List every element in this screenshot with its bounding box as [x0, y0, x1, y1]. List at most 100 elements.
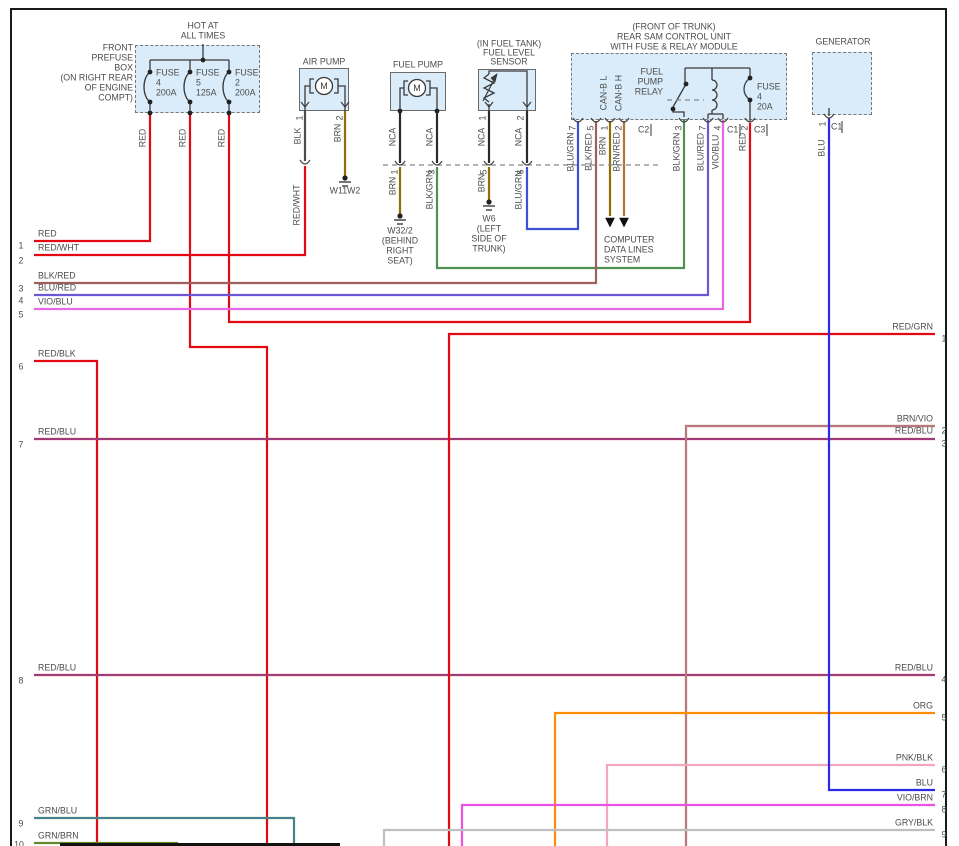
wire-label: NCA: [424, 127, 435, 147]
wire-label: NCA: [513, 127, 524, 147]
computer-data-lines-label: COMPUTER: [604, 234, 655, 245]
junction-dot: [670, 106, 676, 112]
wire-label: 2: [613, 125, 624, 131]
diagram-label: RED/BLU: [38, 426, 77, 437]
wire-label: 1: [817, 121, 828, 127]
prefuse-box-label: FRONT: [102, 42, 133, 53]
wire-label: 1: [599, 125, 610, 131]
junction-dot: [147, 110, 153, 116]
sam-fuse4-label: FUSE: [757, 81, 781, 92]
left-pin-5: 5: [18, 309, 24, 320]
diagram-label: (ON RIGHT REAR: [60, 72, 133, 83]
data-line-arrow-icon: [605, 217, 615, 228]
diagram-label: GRY/BLK: [895, 817, 933, 828]
diagram-label: RIGHT: [386, 245, 414, 256]
motor-m-label: M: [413, 83, 421, 93]
motor-m-label: M: [320, 81, 328, 91]
left-pin-8: 8: [18, 675, 24, 686]
arrow-chevron-icon: [522, 101, 532, 108]
component-internal-line: [399, 87, 404, 111]
junction-dot: [147, 69, 153, 75]
component-internal-line: [403, 80, 408, 96]
diagram-label: SIDE OF: [471, 233, 507, 244]
diagram-frame: [10, 8, 947, 846]
ground-w32-2-label: W32/2: [387, 225, 413, 236]
diagram-label: RED/BLU: [38, 662, 77, 673]
right-pin-6: 6: [941, 764, 947, 775]
right-pin-8: 8: [941, 804, 947, 815]
wire-fuse2-red-to-sam: [227, 113, 752, 324]
right-pin-3: 3: [941, 438, 947, 449]
generator: [812, 52, 872, 115]
junction-dot: [434, 108, 440, 114]
diagram-label: (BEHIND: [381, 235, 419, 246]
diagram-label: VIO/BRN: [896, 792, 933, 803]
wire-label: 2: [515, 115, 526, 121]
wire-label: BLU/GRN: [565, 132, 576, 172]
diagram-label: 200A: [156, 87, 177, 98]
wire-label: 1: [389, 169, 400, 175]
wire-label: BRN: [597, 136, 608, 156]
fuse-element-icon: [143, 71, 151, 103]
wire-brnvio: [684, 424, 935, 846]
air-pump-label: AIR PUMP: [302, 56, 346, 67]
fuse5-label: FUSE: [196, 67, 220, 78]
connector-chevron-icon: [572, 117, 584, 123]
right-pin-7: 7: [941, 789, 947, 800]
wire-label: 2: [334, 115, 345, 121]
junction-dot: [747, 75, 753, 81]
diagram-label: COMPT): [98, 92, 133, 103]
diagram-label: WITH FUSE & RELAY MODULE: [610, 41, 738, 52]
wire-label: 1: [477, 115, 488, 121]
junction-dot: [397, 108, 403, 114]
diagram-label: RED/GRN: [892, 321, 933, 332]
diagram-label: FUEL LEVEL: [483, 47, 535, 58]
relay-coil-icon: [711, 79, 718, 111]
junction-dot: [200, 57, 206, 63]
diagram-label: 125A: [196, 87, 217, 98]
generator-c1-label: C1: [831, 121, 843, 132]
can-b-l-label: CAN-B L: [598, 75, 609, 111]
wire-label: NCA: [476, 127, 487, 147]
wire-label: RED: [737, 132, 748, 152]
partial-element-bottom: [60, 843, 340, 846]
wire-blkgrn: [435, 119, 686, 270]
wire-label: RED/WHT: [291, 184, 302, 226]
junction-dot: [187, 99, 193, 105]
diagram-label: 20A: [757, 101, 773, 112]
diagram-label: SEAT): [387, 255, 413, 266]
junction-dot: [747, 97, 753, 103]
wire-label: 4: [712, 125, 723, 131]
wire-label: NCA: [387, 127, 398, 147]
wire-label: RED: [177, 128, 188, 148]
component-internal-line: [334, 78, 339, 94]
diagram-label: VIO/BLU: [38, 296, 73, 307]
junction-dot: [147, 99, 153, 105]
left-pin-9: 9: [18, 818, 24, 829]
wire-grnblu-stripe: [34, 817, 295, 846]
motor-icon: [314, 76, 334, 96]
right-pin-4: 4: [941, 674, 947, 685]
component-internal-line: [338, 85, 346, 111]
junction-dot: [226, 110, 232, 116]
wire-fuse4-red: [34, 113, 152, 243]
connector-chevron-icon: [299, 159, 311, 165]
left-pin-10: 10: [14, 839, 24, 846]
fuel-pump-relay-label: FUEL: [640, 66, 664, 77]
diagram-label: 4: [757, 91, 762, 102]
diagram-label: RED/BLU: [894, 662, 933, 673]
generator-label: GENERATOR: [815, 36, 871, 47]
wire-blkred: [34, 121, 598, 285]
component-internal-line: [672, 83, 687, 108]
wire-label: BRN: [387, 176, 398, 196]
fuse2-label: FUSE: [235, 67, 259, 78]
diagram-label: TRUNK): [472, 243, 506, 254]
junction-dot: [226, 69, 232, 75]
wire-label: BLK/GRN: [671, 132, 682, 172]
diagram-label: RED/BLU: [894, 425, 933, 436]
fuel-pump-label: FUEL PUMP: [392, 59, 444, 70]
fuse-element-icon: [183, 71, 191, 103]
wire-redgrn: [447, 332, 935, 846]
